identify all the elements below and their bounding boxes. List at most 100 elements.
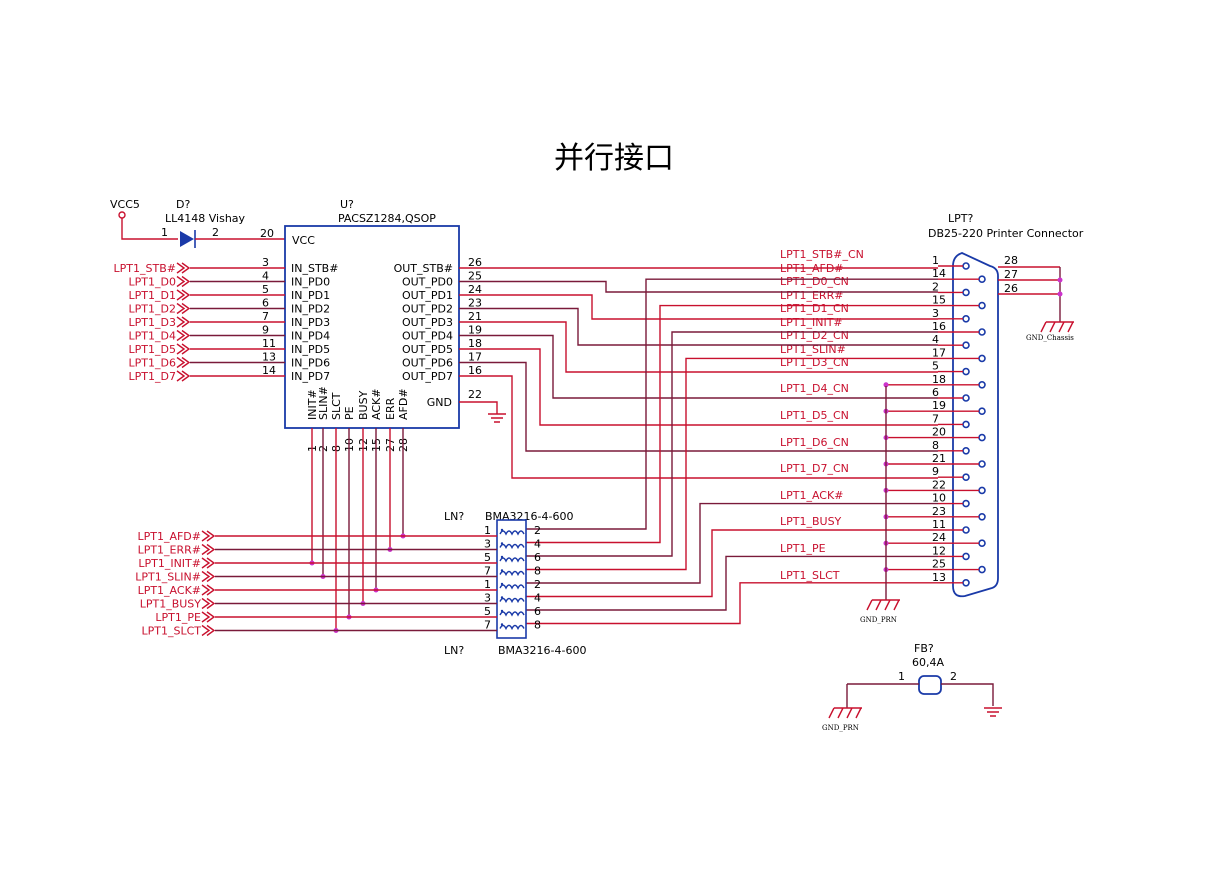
output-pin-name: OUT_PD4 [402, 330, 453, 343]
connector-pin [978, 433, 986, 442]
ln-ref-top: LN? [444, 510, 464, 523]
diode-ref: D? [176, 198, 190, 211]
ic-body [284, 225, 460, 429]
connector-pin [978, 565, 986, 574]
control-net-wire [526, 278, 938, 530]
connector-pin [978, 539, 986, 548]
output-pin-number: 16 [468, 364, 482, 377]
connector-shell [952, 252, 999, 598]
connector-pin [962, 499, 970, 508]
connector-net-label: LPT1_PE [780, 542, 826, 555]
ic-gnd-wire [459, 401, 498, 414]
port-arrow [201, 543, 216, 556]
junction-dot [1057, 277, 1063, 283]
fb-gnd-symbol [984, 707, 1002, 717]
bottom-pin-name: ERR [384, 397, 397, 420]
input-pin-number: 7 [262, 310, 269, 323]
connector-ref: LPT? [948, 212, 973, 225]
connector-net-label: LPT1_SLCT [780, 569, 840, 582]
fb-prn-gnd-label: GND_PRN [822, 724, 859, 732]
fb-prn-gnd-symbol [828, 707, 862, 719]
port-arrow [201, 624, 216, 637]
port-arrow [176, 370, 191, 382]
connector-pin [962, 314, 970, 323]
connector-pin [978, 486, 986, 495]
output-pin-name: OUT_PD3 [402, 316, 453, 329]
ic-vcc-pin: 20 [260, 227, 274, 240]
bottom-pin-name: PE [343, 406, 356, 420]
ln-polarity-dot [500, 528, 504, 532]
output-pin-number: 26 [468, 256, 482, 269]
junction-dot [1057, 291, 1063, 297]
connector-net-label: LPT1_D7_CN [780, 462, 849, 475]
port-arrow [201, 570, 216, 583]
fb-pin1: 1 [898, 670, 905, 683]
connector-pin [978, 407, 986, 416]
input-net-label: LPT1_D1 [129, 289, 176, 302]
output-pin-name: OUT_PD2 [402, 303, 453, 316]
fb-pin2: 2 [950, 670, 957, 683]
output-net-wire [459, 294, 938, 320]
connector-pin-number: 24 [932, 531, 946, 544]
input-pin-number: 4 [262, 270, 269, 283]
ln-net-label: LPT1_SLIN# [135, 571, 201, 584]
ln-left-pin: 1 [484, 578, 491, 591]
input-pin-name: IN_STB# [291, 262, 338, 275]
bottom-pin-name: ACK# [370, 389, 383, 420]
connector-pin-number: 1 [932, 254, 939, 267]
input-pin-number: 5 [262, 283, 269, 296]
input-pin-number: 13 [262, 351, 276, 364]
ln-net-label: LPT1_ERR# [138, 544, 201, 557]
connector-net-label: LPT1_INIT# [780, 316, 843, 329]
ln-left-pin: 5 [484, 551, 491, 564]
connector-pin [978, 301, 986, 310]
bottom-pin-name: BUSY [357, 390, 370, 420]
prn-gnd: GND_PRN [860, 386, 900, 624]
control-net-wire [526, 582, 938, 625]
input-pin-number: 14 [262, 364, 276, 377]
output-pin-name: OUT_STB# [394, 262, 453, 275]
input-net-label: LPT1_D6 [129, 357, 176, 370]
control-net-wire [526, 555, 938, 611]
ln-left-pin: 1 [484, 524, 491, 537]
diode-part: LL4148 Vishay [165, 212, 246, 225]
output-net-wire [459, 348, 938, 426]
bottom-pin-name: AFD# [397, 388, 410, 420]
ic-part: PACSZ1284,QSOP [338, 212, 436, 225]
connector-pin-number: 23 [932, 505, 946, 518]
connector-net-label: LPT1_D1_CN [780, 302, 849, 315]
ln-left-pin: 7 [484, 565, 491, 578]
input-pin-name: IN_PD6 [291, 357, 330, 370]
input-pin-name: IN_PD1 [291, 289, 330, 302]
connector-pin-number: 5 [932, 360, 939, 373]
ln-net-label: LPT1_BUSY [140, 598, 202, 611]
ln-left-pin: 7 [484, 619, 491, 632]
connector-pin-number: 8 [932, 439, 939, 452]
input-net-label: LPT1_D5 [129, 343, 176, 356]
input-net-label: LPT1_D3 [129, 316, 176, 329]
input-pin-name: IN_PD2 [291, 303, 330, 316]
output-pin-name: OUT_PD7 [402, 370, 453, 383]
bottom-pin-name: SLCT [330, 392, 343, 420]
ln-right-pin: 4 [534, 538, 541, 551]
bottom-pin-name: INIT# [306, 389, 319, 420]
ln-polarity-dot [500, 569, 504, 572]
input-pin-name: IN_PD5 [291, 343, 330, 356]
ic-gnd-pin: 22 [468, 388, 482, 401]
input-pin-number: 11 [262, 337, 276, 350]
ln-coil [499, 584, 525, 590]
port-arrow [201, 557, 216, 569]
connector-pin [978, 380, 986, 389]
ln-group: LN? BMA3216-4-600 LN? BMA3216-4-600 LPT1… [135, 510, 586, 657]
input-pin-name: IN_PD0 [291, 276, 330, 289]
ln-right-pin: 2 [534, 578, 541, 591]
input-pin-number: 6 [262, 297, 269, 310]
control-net-wire [526, 529, 938, 598]
ln-net-label: LPT1_ACK# [138, 584, 201, 597]
connector-pin [978, 328, 986, 336]
connector-pin-number: 9 [932, 465, 939, 478]
port-arrow [176, 275, 191, 288]
connector-pin-number: 11 [932, 518, 946, 531]
vcc-label: VCC5 [110, 198, 140, 211]
